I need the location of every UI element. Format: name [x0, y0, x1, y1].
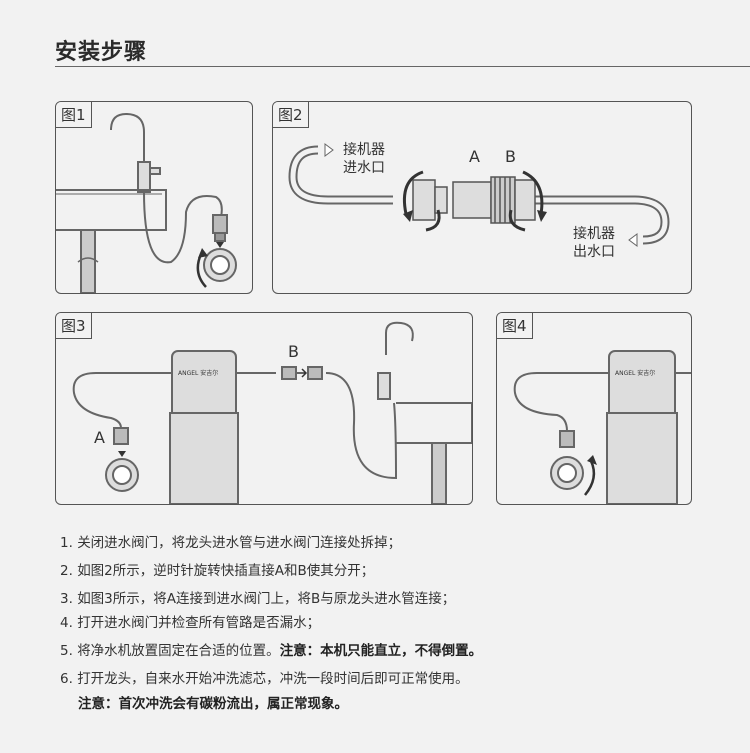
figure-1-tag: 图1 [56, 102, 92, 128]
page-title: 安装步骤 [55, 40, 148, 65]
left-arrow-icon [628, 233, 638, 247]
outlet-label-line2: 出水口 [573, 244, 615, 260]
figure-2-label-b: B [505, 147, 516, 166]
flush-note: 注意：首次冲洗会有碳粉流出，属正常现象。 [78, 696, 348, 712]
figure-4-tag: 图4 [497, 313, 533, 339]
figure-1-illustration [56, 112, 237, 293]
figure-1-panel: 图1 [55, 101, 253, 294]
step-5: 5. 将净水机放置固定在合适的位置。注意：本机只能直立，不得倒置。 [60, 643, 483, 659]
rotate-arrow-icon-2 [537, 210, 547, 222]
step-6: 6. 打开龙头，自来水开始冲洗滤芯，冲洗一段时间后即可正常使用。 [60, 671, 469, 687]
figure-4-panel: 图4 ANGEL 安吉尔 [496, 312, 692, 505]
right-arrow-icon [297, 368, 308, 378]
down-arrow-icon [216, 242, 224, 248]
figure-2-panel: 图2 A B 接机器 进水口 接机器 出水口 [272, 101, 692, 294]
inlet-label-line1: 接机器 [343, 142, 385, 158]
rotate-arrow-icon [403, 210, 413, 222]
down-arrow-icon [118, 451, 126, 457]
step-2: 2. 如图2所示，逆时针旋转快插直接A和B使其分开； [60, 563, 375, 579]
right-arrow-icon [324, 143, 334, 157]
figure-3-panel: 图3 ANGEL 安吉尔 A B [55, 312, 473, 505]
figure-4-brand: ANGEL 安吉尔 [615, 370, 656, 377]
figure-3-brand: ANGEL 安吉尔 [178, 370, 219, 377]
inlet-label-line2: 进水口 [343, 160, 385, 176]
rotate-arrow-icon [198, 248, 208, 258]
step-3: 3. 如图3所示，将A连接到进水阀门上，将B与原龙头进水管连接； [60, 591, 456, 607]
step-4: 4. 打开进水阀门并检查所有管路是否漏水； [60, 615, 321, 631]
step-1: 1. 关闭进水阀门，将龙头进水管与进水阀门连接处拆掉； [60, 535, 402, 551]
outlet-label-line1: 接机器 [573, 226, 615, 242]
figure-3-label-b: B [288, 342, 299, 361]
step-5-warning: 注意：本机只能直立，不得倒置。 [279, 643, 483, 659]
figure-4-illustration [513, 350, 691, 504]
figure-3-tag: 图3 [56, 313, 92, 339]
figure-3-label-a: A [94, 428, 105, 447]
figure-2-tag: 图2 [273, 102, 309, 128]
rotate-arrow-icon [587, 455, 597, 465]
figure-2-illustration [288, 143, 670, 247]
figure-3-illustration [72, 321, 472, 504]
figure-2-label-a: A [469, 147, 480, 166]
title-divider [55, 66, 750, 67]
